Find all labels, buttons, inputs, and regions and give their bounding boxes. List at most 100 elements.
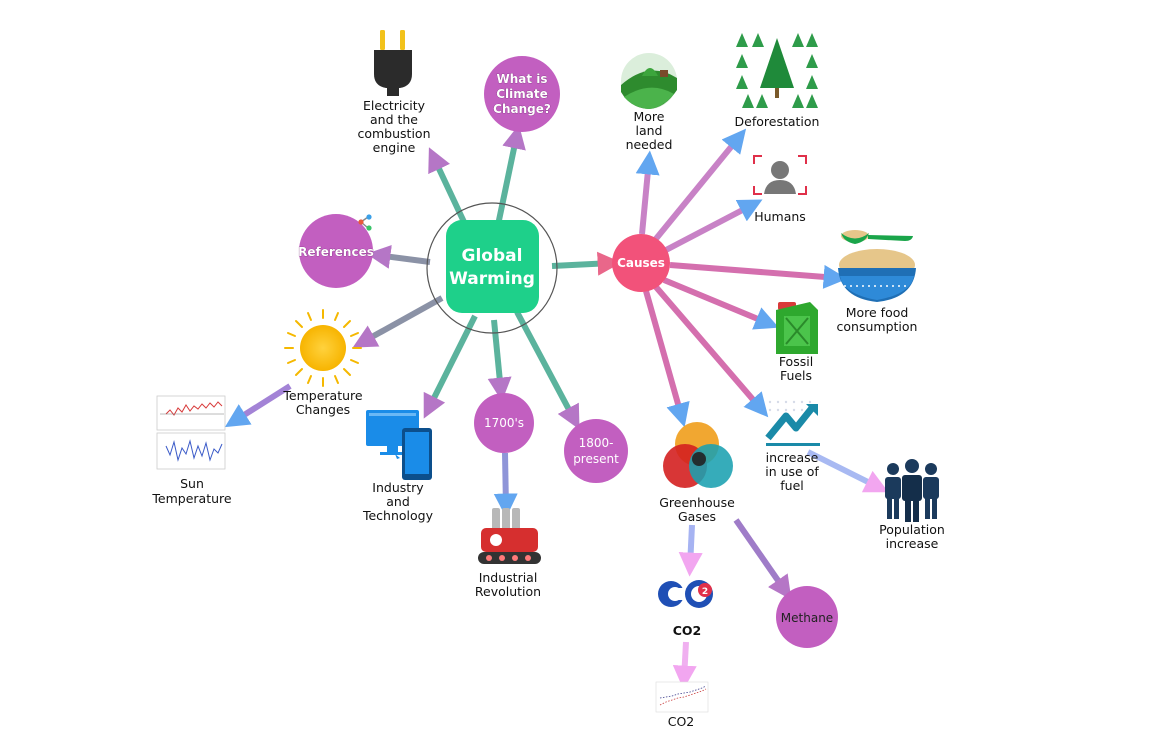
causes-node[interactable]: Causes (612, 234, 670, 292)
co2-label: CO2 (673, 623, 702, 638)
electricity-line4: engine (373, 140, 416, 155)
population-line1: Population (879, 522, 945, 537)
industry-node[interactable]: Industry and Technology (362, 410, 434, 523)
electricity-node[interactable]: Electricity and the combustion engine (357, 30, 431, 155)
methane-label: Methane (781, 611, 833, 625)
central-line2: Warming (449, 269, 535, 289)
edge-central-what-is (495, 124, 526, 226)
references-node[interactable]: References (298, 214, 374, 288)
fuel-can-icon (776, 302, 818, 354)
edge-causes-fossil (662, 277, 779, 330)
sun-temperature-node[interactable]: Sun Temperature (151, 395, 232, 506)
central-line1: Global (462, 246, 523, 266)
edge-1700-industrial (493, 452, 518, 518)
venn-circles-icon (663, 422, 733, 488)
more-land-node[interactable]: More land needed (621, 53, 677, 152)
person-focus-icon (753, 155, 807, 195)
industrial-node[interactable]: Industrial Revolution (475, 508, 541, 599)
fuel-use-line3: fuel (780, 478, 804, 493)
edge-central-temperature (352, 295, 444, 348)
edge-causes-fuel-use (653, 285, 769, 418)
era-1700-node[interactable]: 1700's (474, 393, 534, 453)
era-1800-line2: present (573, 452, 619, 466)
edge-causes-deforestation (652, 128, 747, 242)
edge-fuel-population (806, 449, 889, 493)
co2-chart-label: CO2 (668, 714, 695, 729)
causes-label: Causes (617, 256, 665, 270)
fuel-use-line1: increase (766, 450, 819, 465)
edge-causes-food (669, 262, 848, 289)
more-land-line2: land (636, 123, 663, 138)
edge-causes-greenhouse (643, 290, 690, 428)
humans-label: Humans (754, 209, 806, 224)
temperature-line2: Changes (296, 402, 350, 417)
more-land-line3: needed (626, 137, 673, 152)
food-line1: More food (846, 305, 909, 320)
what-is-line2: Climate (496, 87, 548, 101)
food-bowl-icon (838, 230, 916, 302)
people-group-icon (885, 459, 939, 522)
edge-central-1700 (487, 319, 512, 402)
industry-line3: Technology (362, 508, 434, 523)
greenhouse-line2: Gases (678, 509, 716, 524)
fossil-line1: Fossil (779, 354, 813, 369)
power-plug-icon (374, 30, 412, 96)
sun-temp-line2: Temperature (151, 491, 231, 506)
industry-line1: Industry (372, 480, 424, 495)
methane-node[interactable]: Methane (776, 586, 838, 648)
era-1800-node[interactable]: 1800- present (564, 419, 628, 483)
what-is-node[interactable]: What is Climate Change? (484, 56, 560, 132)
edge-greenhouse-methane (733, 518, 792, 600)
electricity-line1: Electricity (363, 98, 426, 113)
edge-causes-humans (664, 199, 763, 253)
era-1800-line1: 1800- (579, 436, 614, 450)
greenhouse-node[interactable]: Greenhouse Gases (659, 422, 735, 524)
references-label: References (298, 245, 374, 259)
farmland-icon (621, 53, 677, 109)
food-node[interactable]: More food consumption (837, 230, 918, 334)
humans-node[interactable]: Humans (753, 155, 807, 224)
what-is-line1: What is (496, 72, 547, 86)
share-icon[interactable] (358, 214, 372, 231)
temperature-line1: Temperature (282, 388, 362, 403)
edge-causes-land (635, 150, 660, 235)
computer-phone-icon (366, 410, 432, 480)
population-node[interactable]: Population increase (879, 459, 945, 551)
edge-central-causes (551, 251, 622, 276)
co2-chart-node[interactable]: CO2 (655, 681, 709, 729)
sun-temp-line1: Sun (180, 476, 204, 491)
fossil-fuels-node[interactable]: Fossil Fuels (776, 302, 818, 383)
food-line2: consumption (837, 319, 918, 334)
greenhouse-line1: Greenhouse (659, 495, 735, 510)
temperature-chart-thumbnail (156, 395, 226, 470)
co2-molecule-icon: 2 (658, 580, 713, 608)
co2-node[interactable]: 2 CO2 (658, 580, 713, 638)
deforestation-node[interactable]: Deforestation (735, 33, 820, 129)
edge-greenhouse-co2 (678, 524, 703, 577)
central-node[interactable]: Global Warming (426, 202, 558, 334)
fuel-use-node[interactable]: increase in use of fuel (765, 400, 820, 493)
more-land-line1: More (634, 109, 665, 124)
electricity-line2: and the (370, 112, 418, 127)
electricity-line3: combustion (357, 126, 430, 141)
edge-central-electricity (428, 147, 467, 224)
what-is-line3: Change? (493, 102, 551, 116)
trees-icon (736, 33, 818, 108)
industry-line2: and (386, 494, 410, 509)
trend-chart-icon (765, 400, 820, 446)
era-1700-label: 1700's (484, 416, 524, 430)
temperature-node[interactable]: Temperature Changes (282, 309, 363, 417)
fossil-line2: Fuels (780, 368, 812, 383)
industrial-line1: Industrial (479, 570, 538, 585)
svg-text:2: 2 (702, 587, 708, 597)
factory-machine-icon (478, 508, 541, 564)
sun-icon (284, 309, 362, 387)
population-line2: increase (886, 536, 939, 551)
fuel-use-line2: in use of (765, 464, 819, 479)
co2-chart-thumbnail (655, 681, 709, 713)
edge-central-1800 (514, 310, 580, 430)
edge-temp-sun (224, 383, 292, 428)
edge-co2-chart (672, 641, 697, 690)
